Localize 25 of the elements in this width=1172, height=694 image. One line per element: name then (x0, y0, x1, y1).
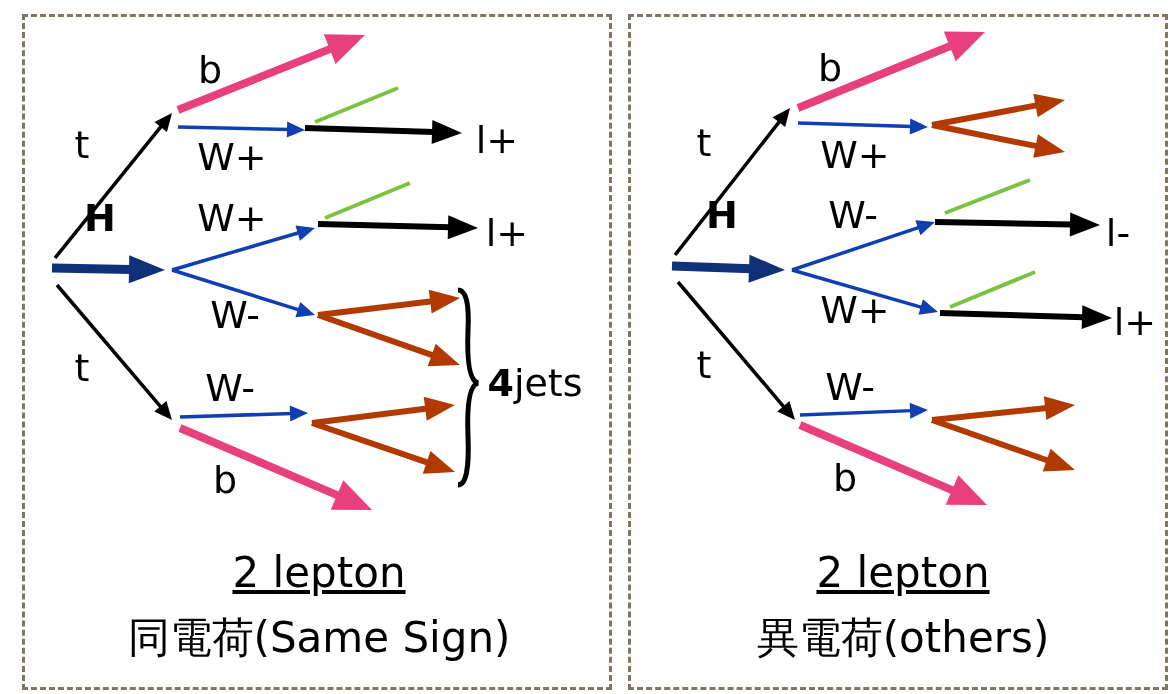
panel-caption: 異電荷(others) (756, 617, 1050, 659)
particle-label: W+ (197, 138, 267, 176)
particle-label: W- (828, 196, 878, 234)
particle-label: b (832, 459, 858, 497)
panel-heading: 2 lepton (816, 552, 990, 594)
panel-heading: 2 lepton (232, 552, 406, 594)
particle-label: l+ (1113, 303, 1157, 341)
particle-label: t (74, 349, 90, 387)
particle-label: l+ (485, 214, 529, 252)
particle-label: l- (1105, 214, 1131, 252)
particle-label: t (696, 124, 712, 162)
particle-label: W+ (197, 199, 267, 237)
particle-label: W- (210, 296, 260, 334)
particle-label: 4jets (487, 364, 583, 402)
particle-label: W- (205, 369, 255, 407)
particle-label: W- (825, 368, 875, 406)
particle-label: b (212, 461, 238, 499)
particle-label: W+ (820, 291, 890, 329)
particle-label: b (817, 49, 843, 87)
particle-label: b (197, 51, 223, 89)
particle-label: t (74, 126, 90, 164)
particle-label: t (696, 346, 712, 384)
panel-caption: 同電荷(Same Sign) (127, 617, 511, 659)
particle-label: W+ (820, 136, 890, 174)
particle-label: l+ (475, 121, 519, 159)
